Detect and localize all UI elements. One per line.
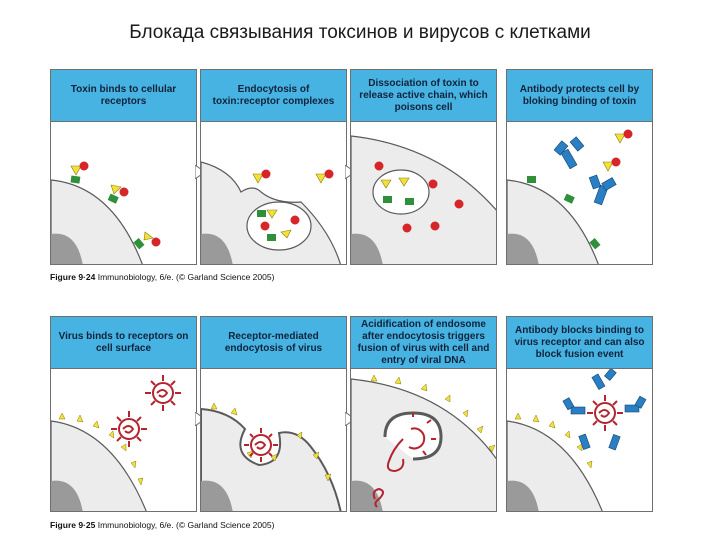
virus-binds-illustration [51, 375, 181, 511]
panel-virus-endocytosis: Receptor-mediated endocytosis of virus [200, 316, 347, 512]
virus-icon [111, 375, 181, 447]
panel-antibody-blocks: Antibody blocks binding to virus recepto… [506, 316, 653, 512]
virus-icon [587, 395, 623, 431]
panel-toxin-dissociation: Dissociation of toxin to release active … [350, 69, 497, 265]
panel-header: Antibody protects cell by bloking bindin… [507, 70, 652, 122]
panel-header: Dissociation of toxin to release active … [351, 70, 496, 122]
panel-virus-fusion: Acidification of endosome after endocyto… [350, 316, 497, 512]
antibody-icon [553, 136, 617, 206]
virus-endocytosis-illustration [201, 402, 342, 511]
panel-header: Receptor-mediated endocytosis of virus [201, 317, 346, 369]
panel-header: Endocytosis of toxin:receptor complexes [201, 70, 346, 122]
panel-header: Acidification of endosome after endocyto… [351, 317, 496, 369]
virus-icon [372, 413, 436, 508]
antibody-blocks-illustration [507, 369, 647, 511]
panel-header: Virus binds to receptors on cell surface [51, 317, 196, 369]
panel-antibody-protects: Antibody protects cell by bloking bindin… [506, 69, 653, 265]
panel-toxin-binds: Toxin binds to cellular receptors [50, 69, 197, 265]
antibody-protects-illustration [507, 129, 633, 264]
figure-caption-25: Figure 9·25 Immunobiology, 6/e. (© Garla… [50, 520, 274, 530]
virus-fusion-illustration [351, 374, 496, 511]
panel-header: Toxin binds to cellular receptors [51, 70, 196, 122]
virus-icon [244, 428, 278, 462]
toxin-binds-illustration [51, 161, 161, 264]
figure-label: Figure 9·25 [50, 520, 96, 530]
panel-toxin-endocytosis: Endocytosis of toxin:receptor complexes [200, 69, 347, 265]
figure-label: Figure 9·24 [50, 272, 96, 282]
toxin-dissociation-illustration [351, 135, 496, 264]
figure-caption-24: Figure 9·24 Immunobiology, 6/e. (© Garla… [50, 272, 274, 282]
figure-credit: Immunobiology, 6/e. (© Garland Science 2… [97, 272, 275, 282]
panel-header: Antibody blocks binding to virus recepto… [507, 317, 652, 369]
receptor-toxin-group [70, 161, 161, 250]
figure-credit: Immunobiology, 6/e. (© Garland Science 2… [97, 520, 275, 530]
slide-title: Блокада связывания токсинов и вирусов с … [129, 22, 591, 43]
panel-virus-binds: Virus binds to receptors on cell surface [50, 316, 197, 512]
toxin-endocytosis-illustration [201, 161, 341, 264]
antibody-icon [562, 369, 647, 451]
